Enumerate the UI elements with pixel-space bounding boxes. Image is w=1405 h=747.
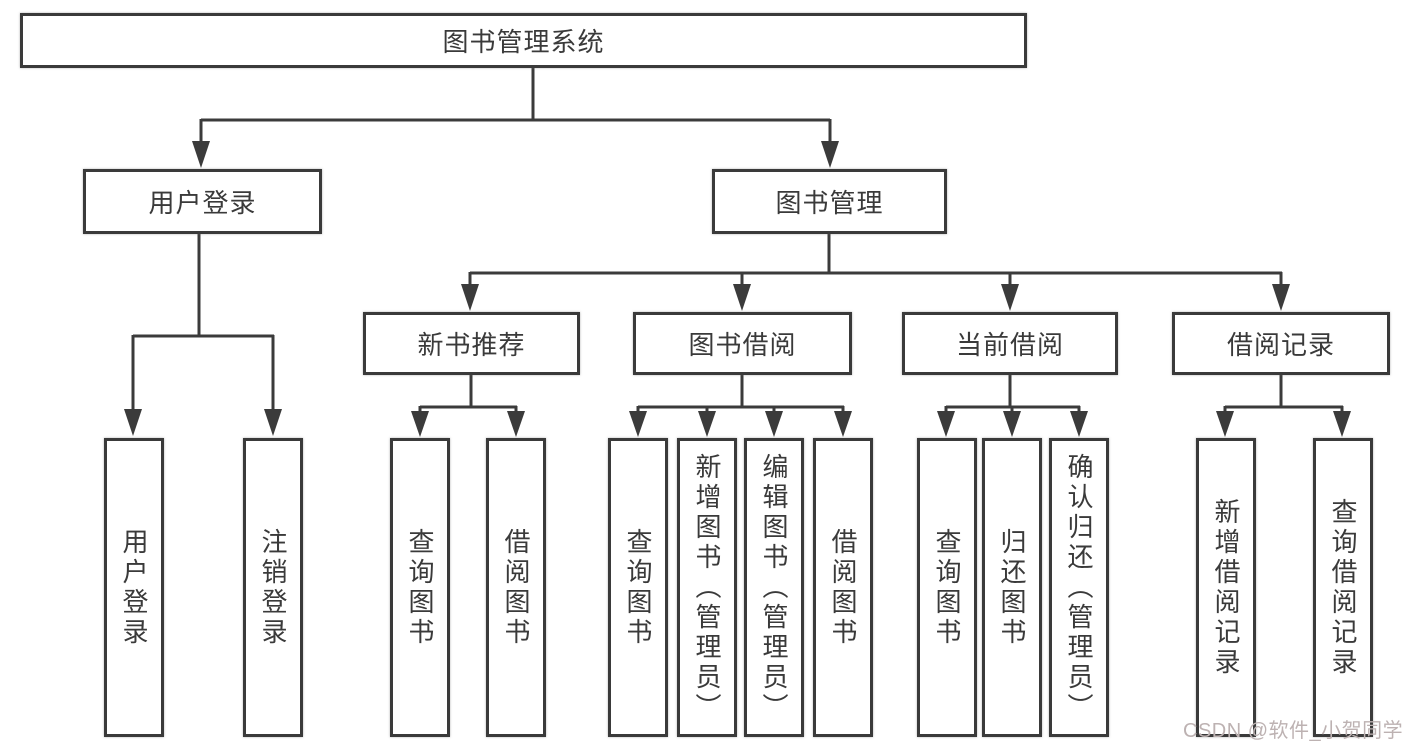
connector-recommend-children [411, 375, 525, 437]
leaf-borrowing-query-books: 查询图书 [608, 438, 668, 737]
node-book-borrowing: 图书借阅 [633, 312, 852, 375]
leaf-borrowing-borrow-books: 借阅图书 [813, 438, 873, 737]
connector-borrowing-children [629, 375, 852, 437]
node-new-book-recommend: 新书推荐 [363, 312, 580, 375]
leaf-label: 确认归还（管理员） [1064, 452, 1094, 723]
leaf-label: 归还图书 [997, 527, 1027, 648]
leaf-label: 用户登录 [119, 527, 149, 648]
leaf-label: 注销登录 [258, 527, 288, 648]
node-label: 用户登录 [148, 188, 257, 218]
leaf-records-query-borrow-record: 查询借阅记录 [1313, 438, 1373, 737]
leaf-current-confirm-return-admin: 确认归还（管理员） [1049, 438, 1109, 737]
connector-user-login-children [124, 234, 282, 436]
connector-current-children [937, 375, 1088, 437]
leaf-label: 借阅图书 [501, 527, 531, 648]
connector-records-children [1216, 375, 1351, 437]
node-label: 新书推荐 [417, 330, 526, 360]
leaf-label: 编辑图书（管理员） [759, 452, 789, 723]
leaf-records-add-borrow-record: 新增借阅记录 [1196, 438, 1256, 737]
node-label: 图书管理系统 [442, 27, 605, 57]
leaf-label: 借阅图书 [828, 527, 858, 648]
connector-root-to-level2 [192, 68, 839, 168]
node-borrowing-records: 借阅记录 [1172, 312, 1390, 375]
leaf-current-query-books: 查询图书 [917, 438, 977, 737]
node-current-borrowing: 当前借阅 [902, 312, 1118, 375]
node-label: 当前借阅 [955, 330, 1064, 360]
node-library-management-system: 图书管理系统 [20, 13, 1027, 68]
leaf-recommend-query-books: 查询图书 [390, 438, 450, 737]
node-label: 借阅记录 [1226, 330, 1335, 360]
leaf-label: 查询图书 [623, 527, 653, 648]
leaf-current-return-books: 归还图书 [982, 438, 1042, 737]
leaf-user-login: 用户登录 [104, 438, 164, 737]
leaf-borrowing-add-books-admin: 新增图书（管理员） [677, 438, 737, 737]
node-label: 图书借阅 [688, 330, 797, 360]
node-label: 图书管理 [775, 188, 884, 218]
node-book-management: 图书管理 [712, 169, 947, 234]
leaf-logout: 注销登录 [243, 438, 303, 737]
csdn-watermark: CSDN @软件_小贺同学 [1183, 720, 1404, 742]
leaf-label: 新增图书（管理员） [692, 452, 722, 723]
node-user-login: 用户登录 [83, 169, 322, 234]
leaf-borrowing-edit-books-admin: 编辑图书（管理员） [744, 438, 804, 737]
leaf-label: 新增借阅记录 [1211, 497, 1241, 678]
leaf-label: 查询图书 [405, 527, 435, 648]
leaf-recommend-borrow-books: 借阅图书 [486, 438, 546, 737]
connector-book-mgmt-to-level3 [461, 234, 1290, 311]
leaf-label: 查询图书 [932, 527, 962, 648]
leaf-label: 查询借阅记录 [1328, 497, 1358, 678]
